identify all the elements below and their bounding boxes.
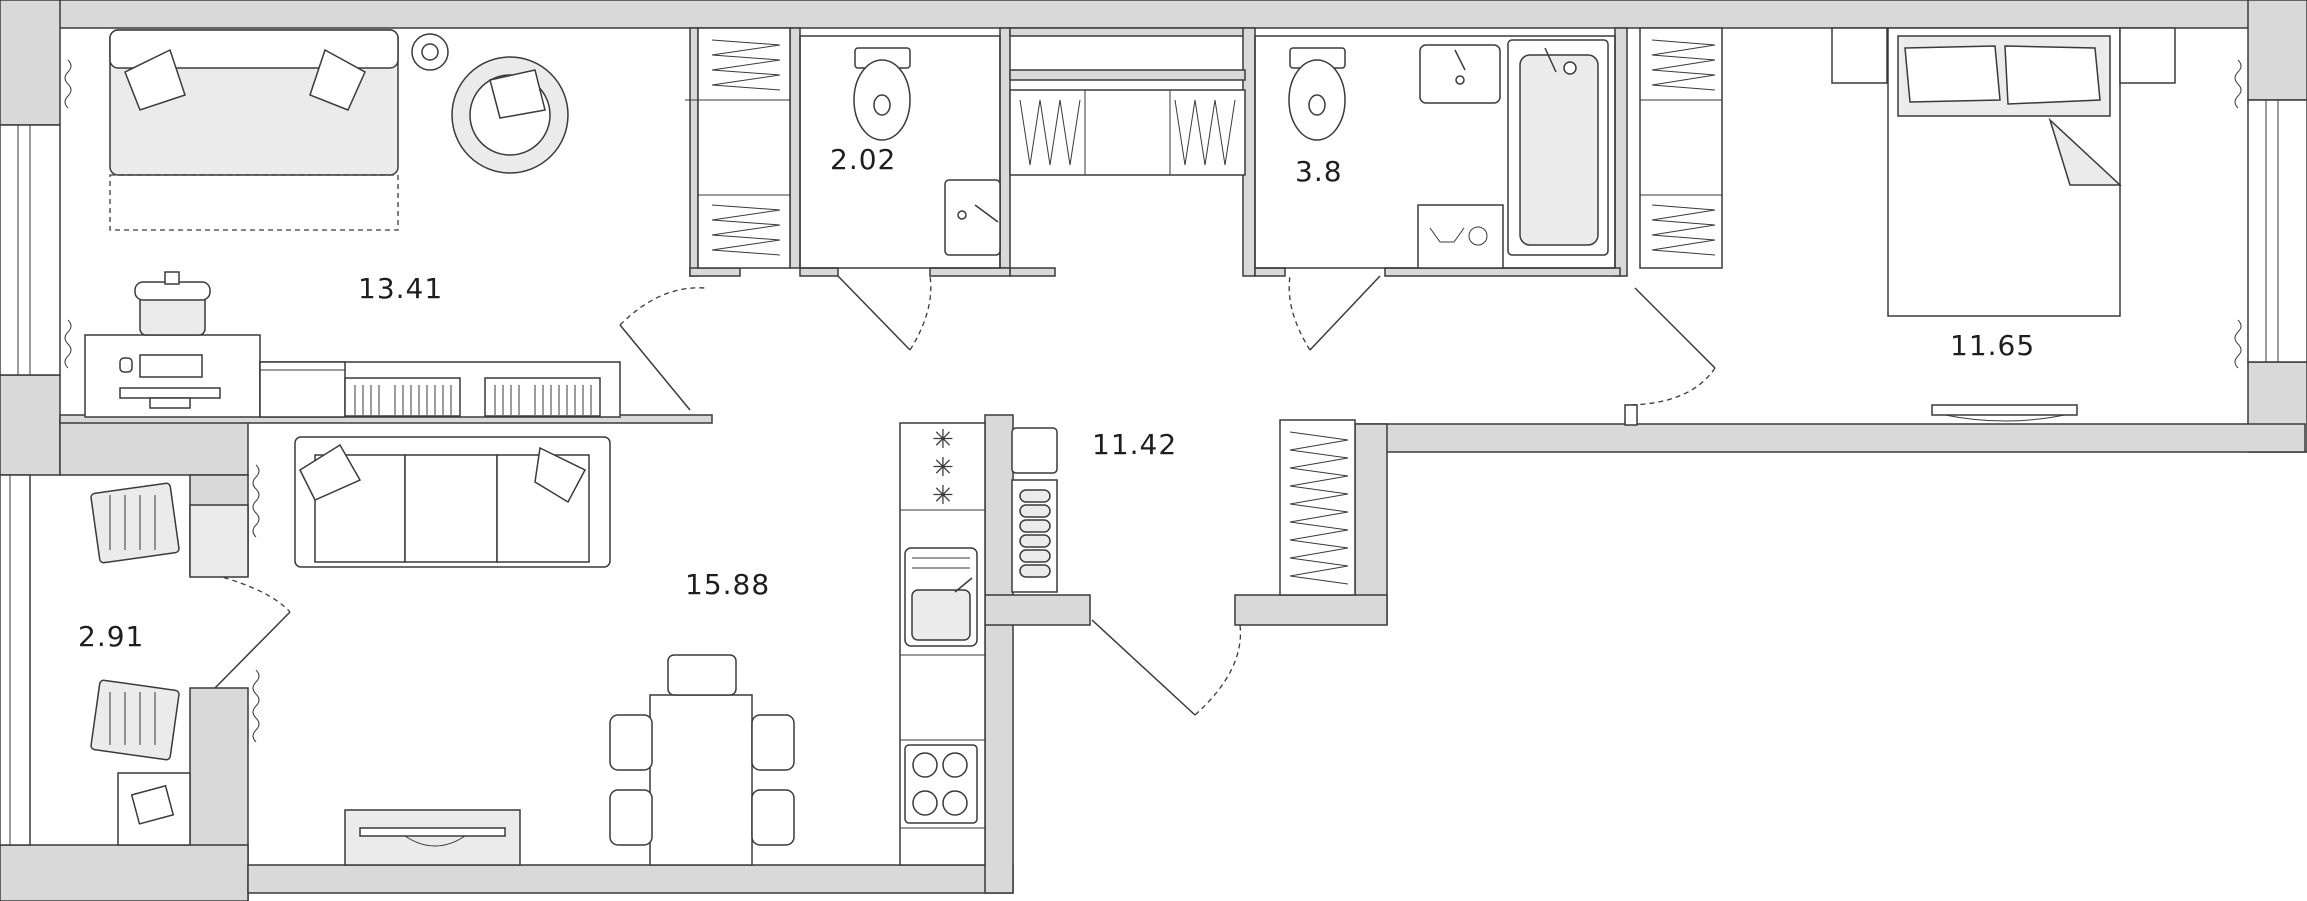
- living-room-area: 13.41: [358, 272, 444, 305]
- balcony-area: 2.91: [78, 620, 145, 653]
- hood-icon: ✳ ✳ ✳: [932, 425, 954, 511]
- windows: [0, 99, 2307, 846]
- dining-table-icon: [609, 654, 795, 866]
- svg-text:✳: ✳: [932, 425, 954, 455]
- kitchen-area: 15.88: [685, 568, 771, 601]
- balcony: [90, 482, 249, 846]
- svg-text:✳: ✳: [932, 481, 954, 511]
- armchair-icon: [451, 56, 569, 174]
- lounge-chair-icon: [90, 482, 180, 564]
- shoe-rack-icon: [1011, 427, 1058, 593]
- wardrobes: [685, 27, 1723, 596]
- desk-icon: [84, 334, 261, 418]
- washbasin-icon: [1419, 44, 1501, 104]
- wc-room: [799, 35, 1001, 351]
- kitchen-sink-icon: [904, 547, 978, 647]
- tv-stand-icon: [344, 809, 521, 866]
- lounge-chair-icon: [90, 679, 180, 761]
- kitchen: ✳ ✳ ✳: [214, 422, 986, 866]
- office-chair-icon: [134, 271, 211, 336]
- hallway-area: 11.42: [1092, 428, 1178, 461]
- living-room: [64, 29, 706, 418]
- sofa-icon: [109, 29, 399, 176]
- washing-machine-icon: [1417, 204, 1504, 269]
- stove-icon: [904, 744, 978, 824]
- bathtub-icon: [1507, 39, 1609, 256]
- sofa-icon: [294, 436, 611, 568]
- bathroom-area: 3.8: [1295, 155, 1343, 188]
- svg-text:✳: ✳: [932, 453, 954, 483]
- bedroom: [1624, 27, 2242, 426]
- hallway: [1011, 427, 1242, 716]
- toilet-icon: [1288, 47, 1346, 141]
- bedroom-area: 11.65: [1950, 329, 2036, 362]
- bookshelf-icon: [259, 361, 621, 418]
- tv-icon: [1931, 404, 2078, 422]
- side-table-icon: [117, 772, 191, 846]
- bed-icon: [1887, 27, 2122, 317]
- bathroom: [1254, 35, 1616, 351]
- toilet-icon: [853, 47, 911, 141]
- wc-area: 2.02: [830, 143, 897, 176]
- sink-icon: [944, 179, 1001, 256]
